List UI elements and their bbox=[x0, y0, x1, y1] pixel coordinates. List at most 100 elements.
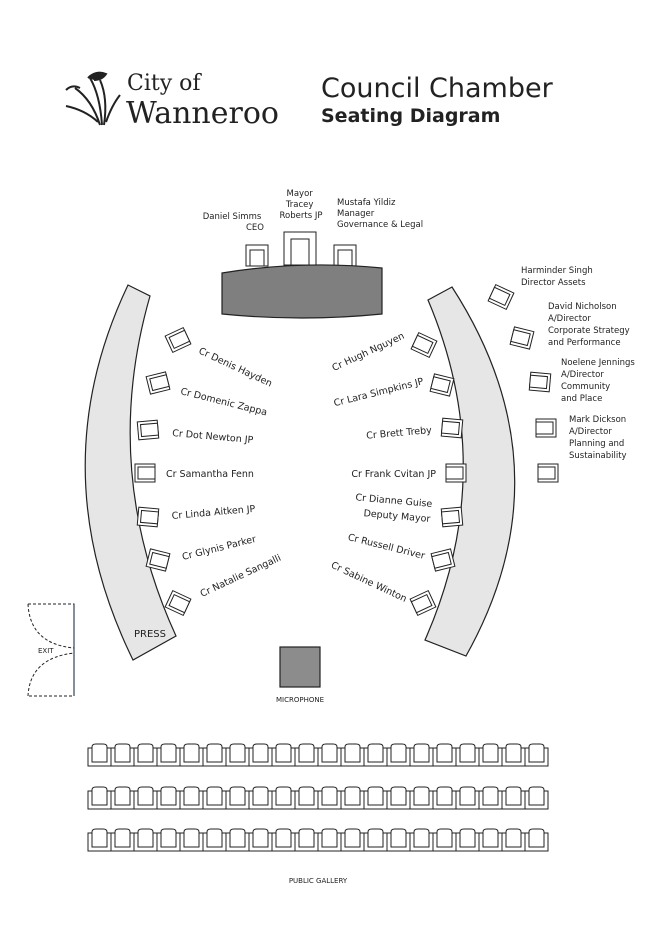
gallery-seat bbox=[87, 743, 112, 767]
councillor-label: Cr Hugh Nguyen bbox=[331, 331, 407, 374]
councillor-label: Cr Natalie Sangalli bbox=[199, 553, 283, 600]
press-label: PRESS bbox=[134, 629, 166, 640]
gallery-seat bbox=[156, 786, 181, 810]
councillor-chair bbox=[145, 548, 171, 572]
councillor-label: Cr Sabine Winton bbox=[329, 560, 408, 605]
mayor-label: Mayor Tracey Roberts JP bbox=[280, 189, 323, 221]
councillor-label: Cr Domenic Zappa bbox=[179, 386, 268, 418]
gallery-seat bbox=[478, 828, 503, 852]
gallery-seat bbox=[386, 828, 411, 852]
gallery-seat bbox=[478, 786, 503, 810]
councillor-chair bbox=[134, 463, 156, 483]
gallery-seat bbox=[432, 828, 457, 852]
gallery-seat bbox=[455, 786, 480, 810]
right-councillor-bench bbox=[424, 286, 516, 657]
gallery-seat bbox=[317, 786, 342, 810]
gallery-seat bbox=[179, 743, 204, 767]
logo-city-of: City of bbox=[127, 71, 202, 96]
councillor-chair bbox=[409, 589, 437, 617]
gallery-seat bbox=[133, 828, 158, 852]
gallery-seat bbox=[455, 743, 480, 767]
councillor-chair bbox=[164, 326, 192, 354]
gallery-seat bbox=[156, 743, 181, 767]
councillor-label: Cr Linda Aitken JP bbox=[171, 504, 256, 522]
councillor-label: Cr Dot Newton JP bbox=[172, 428, 254, 446]
gallery-seat bbox=[478, 743, 503, 767]
gallery-seat bbox=[179, 786, 204, 810]
staff-chair bbox=[535, 418, 557, 438]
gallery-seat bbox=[156, 828, 181, 852]
exit-doors[interactable]: EXIT bbox=[27, 603, 75, 697]
councillor-label: Cr Dianne Guise bbox=[355, 492, 433, 510]
public-gallery-seating bbox=[87, 743, 549, 852]
gallery-seat bbox=[110, 743, 135, 767]
councillor-label: Cr Frank Cvitan JP bbox=[351, 469, 436, 480]
gallery-seat bbox=[202, 743, 227, 767]
gallery-seat bbox=[524, 828, 549, 852]
councillor-chair bbox=[164, 589, 192, 617]
gallery-seat bbox=[110, 786, 135, 810]
gallery-seat bbox=[524, 743, 549, 767]
gallery-seat bbox=[455, 828, 480, 852]
page-title: Council Chamber bbox=[321, 73, 554, 104]
gallery-seat bbox=[317, 828, 342, 852]
gallery-seat bbox=[409, 786, 434, 810]
logo-wanneroo: Wanneroo bbox=[126, 96, 279, 131]
manager-label: Mustafa Yildiz Manager Governance & Lega… bbox=[337, 198, 423, 230]
gallery-seat bbox=[225, 828, 250, 852]
left-councillor-bench bbox=[84, 284, 177, 661]
councillor-label: Cr Samantha Fenn bbox=[166, 469, 254, 480]
gallery-seat bbox=[386, 786, 411, 810]
councillor-chair bbox=[136, 506, 160, 528]
councillor-chair bbox=[145, 371, 171, 395]
staff-chair bbox=[528, 371, 552, 393]
councillor-chair bbox=[445, 463, 467, 483]
ceo-label: Daniel Simms CEO bbox=[203, 212, 265, 233]
gallery-seat bbox=[179, 828, 204, 852]
gallery-seat bbox=[294, 743, 319, 767]
gallery-seat bbox=[501, 828, 526, 852]
gallery-seat bbox=[271, 743, 296, 767]
councillor-label: Cr Brett Treby bbox=[366, 425, 433, 442]
mayor-chair bbox=[283, 231, 317, 266]
microphone-label: MICROPHONE bbox=[276, 696, 324, 704]
gallery-seat bbox=[271, 786, 296, 810]
gallery-seat bbox=[202, 828, 227, 852]
staff-chair bbox=[509, 326, 535, 350]
page-subtitle: Seating Diagram bbox=[321, 105, 500, 127]
gallery-seat bbox=[363, 743, 388, 767]
gallery-seat bbox=[524, 786, 549, 810]
gallery-seat bbox=[294, 828, 319, 852]
councillor-chair bbox=[430, 548, 456, 572]
exit-label: EXIT bbox=[38, 647, 54, 655]
gallery-seat bbox=[271, 828, 296, 852]
gallery-seat bbox=[317, 743, 342, 767]
gallery-seat bbox=[202, 786, 227, 810]
gallery-seat bbox=[340, 743, 365, 767]
gallery-seat bbox=[248, 786, 273, 810]
councillor-chair bbox=[440, 417, 464, 439]
microphone-stand bbox=[279, 646, 321, 688]
gallery-seat bbox=[225, 786, 250, 810]
gallery-seat bbox=[386, 743, 411, 767]
gallery-seat bbox=[110, 828, 135, 852]
councillor-label: Cr Glynis Parker bbox=[181, 534, 257, 563]
gallery-seat bbox=[87, 828, 112, 852]
city-logo: City of Wanneroo bbox=[65, 71, 279, 131]
gallery-seat bbox=[363, 786, 388, 810]
gallery-seat bbox=[133, 743, 158, 767]
gallery-seat bbox=[409, 743, 434, 767]
manager-chair bbox=[333, 244, 357, 267]
gallery-seat bbox=[501, 786, 526, 810]
public-gallery-label: PUBLIC GALLERY bbox=[289, 877, 348, 885]
gallery-seat bbox=[225, 743, 250, 767]
councillor-chair bbox=[136, 419, 160, 441]
gallery-seat bbox=[432, 743, 457, 767]
councillor-label: Cr Russell Driver bbox=[347, 532, 426, 562]
gallery-seat bbox=[294, 786, 319, 810]
